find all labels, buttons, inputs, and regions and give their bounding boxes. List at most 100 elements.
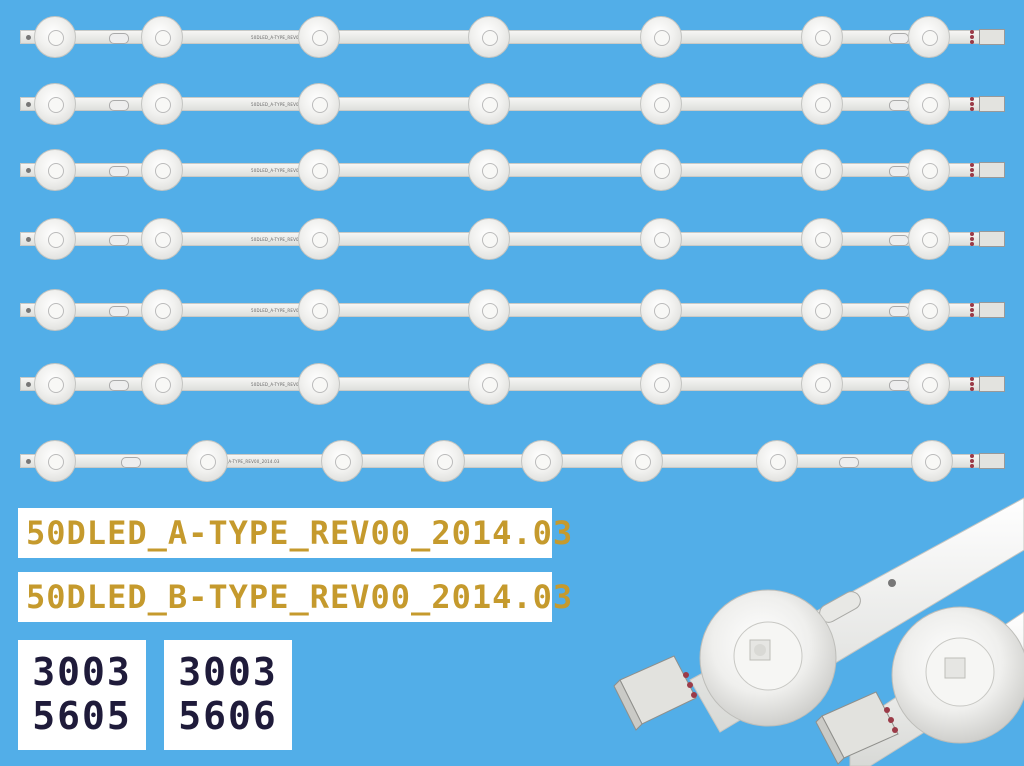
led-lens [640,83,682,125]
closeup-connector-2 [815,691,899,765]
led-lens [801,149,843,191]
led-lens [34,149,76,191]
mount-slot [109,100,129,111]
led-lens [423,440,465,482]
solder-pad [970,107,974,111]
mount-slot [889,100,909,111]
code-a-line2: 5605 [32,694,132,738]
led-lens [640,289,682,331]
led-lens [801,218,843,260]
strip-marking: 50DLED_A-TYPE_REV00_2014.03 [251,382,322,387]
part-code-b: 3003 5606 [164,640,292,750]
led-lens [468,83,510,125]
led-lens [908,289,950,331]
led-lens [141,149,183,191]
led-lens [141,16,183,58]
strip-marking: 50DLED_A-TYPE_REV00_2014.03 [251,168,322,173]
mount-slot [109,235,129,246]
mount-hole [26,382,31,387]
solder-pad [970,102,974,106]
strip-marking: 50DLED_A-TYPE_REV00_2014.03 [209,459,280,464]
mount-slot [109,33,129,44]
mount-hole [26,168,31,173]
part-code-a: 3003 5605 [18,640,146,750]
mount-hole [26,459,31,464]
solder-pad [970,313,974,317]
led-lens [321,440,363,482]
solder-pad [970,237,974,241]
led-lens [34,218,76,260]
solder-pad [970,464,974,468]
mount-slot [889,235,909,246]
solder-pad [970,232,974,236]
connector-closeup-photo [613,497,1024,766]
led-lens [801,83,843,125]
mount-hole [26,308,31,313]
strip-marking: 50DLED_A-TYPE_REV00_2014.03 [251,102,322,107]
led-lens [298,363,340,405]
strip-connector [979,453,1005,469]
led-lens [801,289,843,331]
mount-slot [109,306,129,317]
strip-marking: 50DLED_A-TYPE_REV00_2014.03 [251,35,322,40]
label-b-type: 50DLED_B-TYPE_REV00_2014.03 [18,572,572,622]
led-lens [640,218,682,260]
led-lens [186,440,228,482]
solder-pad [970,30,974,34]
mount-slot [109,380,129,391]
mount-hole [26,237,31,242]
led-lens [34,16,76,58]
led-lens [908,83,950,125]
solder-pad [970,459,974,463]
led-lens [298,16,340,58]
solder-pad [970,97,974,101]
led-lens [34,440,76,482]
closeup-strip-2 [815,606,1024,766]
code-b-line1: 3003 [178,650,278,694]
led-lens [298,83,340,125]
led-lens [908,16,950,58]
led-lens [801,16,843,58]
strip-connector [979,29,1005,45]
led-lens [141,363,183,405]
strip-connector [979,162,1005,178]
led-strip: 50DLED_A-TYPE_REV00_2014.03 [20,218,1005,260]
led-lens [640,149,682,191]
closeup-connector-1 [613,655,697,731]
solder-pad [970,163,974,167]
led-strip: 50DLED_A-TYPE_REV00_2014.03 [20,83,1005,125]
solder-pad [970,377,974,381]
led-lens [801,363,843,405]
led-lens [468,289,510,331]
mount-hole [26,35,31,40]
solder-pad [970,242,974,246]
mount-slot [121,457,141,468]
mount-hole [26,102,31,107]
led-strip: 50DLED_A-TYPE_REV00_2014.03 [20,149,1005,191]
led-lens [34,83,76,125]
solder-pad [970,168,974,172]
closeup-strip-1 [613,497,1024,733]
solder-pad [970,303,974,307]
led-lens [468,16,510,58]
led-lens [756,440,798,482]
mount-slot [889,306,909,317]
strip-connector [979,302,1005,318]
led-strip: 50DLED_A-TYPE_REV00_2014.03 [20,16,1005,58]
led-strip: 50DLED_A-TYPE_REV00_2014.03 [20,289,1005,331]
led-lens [298,289,340,331]
led-lens [468,149,510,191]
solder-pad [970,454,974,458]
led-lens [141,83,183,125]
code-b-line2: 5606 [178,694,278,738]
strip-connector [979,376,1005,392]
label-a-text: 50DLED_A-TYPE_REV00_2014.03 [26,514,574,552]
led-lens [298,218,340,260]
strip-marking: 50DLED_A-TYPE_REV00_2014.03 [251,308,322,313]
led-lens [640,16,682,58]
led-lens [908,149,950,191]
mount-slot [109,166,129,177]
led-lens [468,363,510,405]
strip-connector [979,96,1005,112]
strip-marking: 50DLED_A-TYPE_REV00_2014.03 [251,237,322,242]
